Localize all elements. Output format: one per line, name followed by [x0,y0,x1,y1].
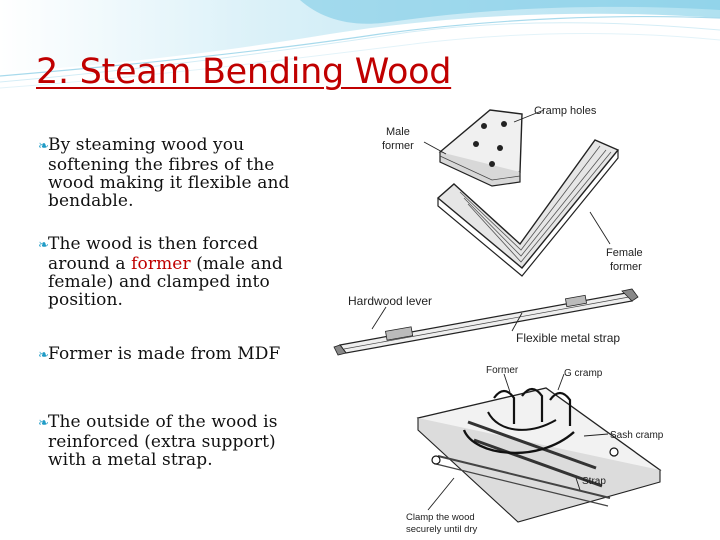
lever-strap-diagram: Hardwood lever Flexible metal strap [326,283,670,358]
strap-label: Strap [582,476,606,487]
bullet-text: By steaming wood you softening the fibre… [48,135,290,211]
bullet-item: ❧By steaming wood you softening the fibr… [14,136,314,210]
bullet-item: ❧The outside of the wood is reinforced (… [14,413,314,469]
leaf-bullet-icon: ❧ [38,416,49,431]
leaf-bullet-icon: ❧ [38,348,49,363]
former-highlight: former [131,254,191,274]
clamping-drawing [416,387,662,523]
bullet-text: (male and female) and clamped into posit… [48,254,283,310]
female-former-drawing [436,139,620,277]
lever-strap-drawing [333,288,639,356]
flexible-metal-strap-label: Flexible metal strap [516,331,620,345]
female-former-label: former [610,261,642,273]
bullet-item: ❧Former is made from MDF [14,345,314,365]
bullet-text: The outside of the wood is reinforced (e… [48,412,278,470]
bullet-text: Former is made from MDF [48,344,281,364]
former-diagram: Cramp holes Male former Female former [380,92,665,278]
cramp-holes-label: Cramp holes [534,105,597,117]
former-label: Former [486,365,519,376]
page-title: 2. Steam Bending Wood [36,52,452,92]
clamp-note-line-1: Clamp the wood [406,512,475,523]
bullet-item: ❧The wood is then forced around a former… [14,235,314,309]
hardwood-lever-label: Hardwood lever [348,294,432,308]
header-wave-decoration [0,0,720,89]
sash-cramp-label: Sash cramp [610,430,664,441]
clamp-note-line-2: securely until dry [406,524,478,535]
leaf-bullet-icon: ❧ [38,238,49,253]
g-cramp-label: G cramp [564,368,603,379]
bullet-text: The wood is then forced around a [48,234,259,274]
male-former-drawing [438,109,523,187]
clamping-diagram: Former G cramp Sash cramp Strap Clamp th… [398,360,668,538]
male-label: Male [386,126,410,138]
female-label: Female [606,247,643,259]
leaf-bullet-icon: ❧ [38,139,49,154]
male-former-label: former [382,140,414,152]
